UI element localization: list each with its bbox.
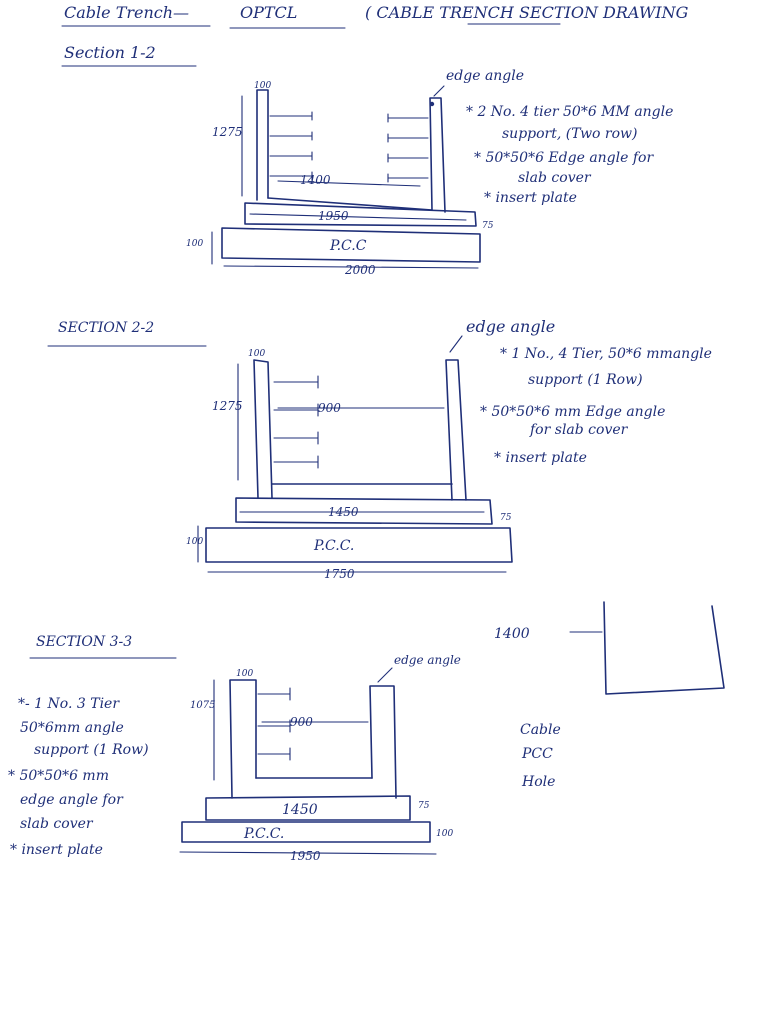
title-mid: OPTCL (240, 3, 297, 22)
s1-note-4: slab cover (518, 170, 592, 186)
s1-dim-inner-line (277, 180, 421, 187)
section-3: SECTION 3-3 100 1075 900 1450 75 100 P.C… (8, 634, 461, 863)
s3-dim-pcc-thk: 100 (436, 829, 453, 839)
s2-notes: * 1 No., 4 Tier, 50*6 mmangle support (1… (480, 346, 712, 466)
s2-dim-pcc: 1750 (324, 567, 355, 581)
s1-base-slab (244, 202, 477, 227)
s1-dim-base-line (249, 213, 467, 221)
s2-note-5: * insert plate (494, 450, 587, 466)
section2-heading: SECTION 2-2 (58, 320, 154, 336)
section1-heading: Section 1-2 (64, 43, 156, 62)
sketch-word-1: Cable (520, 722, 561, 738)
section3-heading: SECTION 3-3 (36, 634, 132, 650)
sketch-dim: 1400 (494, 626, 530, 642)
s2-dim-inner: 900 (318, 401, 341, 415)
s3-dim-height: 1075 (190, 700, 215, 711)
s3-dim-top: 100 (236, 669, 253, 679)
s3-note-1: *- 1 No. 3 Tier (18, 696, 120, 712)
s1-dim-height: 1275 (212, 125, 243, 139)
s1-right-wall (429, 97, 446, 213)
side-sketch: 1400 Cable PCC Hole (494, 601, 725, 790)
s1-dim-inner: 1400 (300, 173, 331, 187)
s1-edge-angle-dot (429, 101, 435, 107)
s1-note-2: support, (Two row) (502, 126, 638, 142)
s3-right-wall (369, 685, 397, 799)
s2-note-3: * 50*50*6 mm Edge angle (480, 404, 665, 420)
s2-dim-base: 1450 (328, 505, 359, 519)
s3-edge-angle-label: edge angle (394, 653, 461, 667)
s2-edge-angle-label: edge angle (466, 317, 555, 336)
s3-note-5: edge angle for (20, 792, 124, 808)
s3-pcc (181, 821, 431, 843)
s1-left-supports (269, 111, 313, 181)
s3-pcc-label: P.C.C. (243, 826, 284, 842)
s3-note-7: * insert plate (10, 842, 103, 858)
s2-edge-angle-leader (449, 335, 463, 353)
s1-pcc-label: P.C.C (329, 238, 367, 254)
s1-dim-top: 100 (254, 81, 271, 91)
section-1: Section 1-2 100 1275 140 (61, 43, 673, 277)
sketch-word-2: PCC (521, 746, 553, 762)
s3-dim-inner: 900 (290, 715, 313, 729)
s1-left-wall (256, 89, 269, 201)
s3-dim-pcc-line (179, 851, 437, 855)
s1-note-3: * 50*50*6 Edge angle for (474, 150, 654, 166)
s2-dim-height: 1275 (212, 399, 243, 413)
s1-notes: * 2 No. 4 tier 50*6 MM angle support, (T… (466, 104, 673, 206)
s2-note-1: * 1 No., 4 Tier, 50*6 mmangle (500, 346, 712, 362)
s3-notes: *- 1 No. 3 Tier 50*6mm angle support (1 … (8, 696, 149, 858)
s2-dim-top: 100 (248, 349, 265, 359)
s3-left-wall (229, 679, 257, 799)
title-left: Cable Trench— (64, 3, 189, 22)
s3-note-4: * 50*50*6 mm (8, 768, 109, 784)
s3-dim-pcc: 1950 (290, 849, 321, 863)
header: Cable Trench— OPTCL ( CABLE TRENCH SECTI… (61, 3, 689, 29)
s2-supports (273, 375, 319, 469)
title-right: ( CABLE TRENCH SECTION DRAWING (365, 3, 689, 22)
s2-note-4: for slab cover (529, 422, 629, 438)
s1-dim-pcc-thk: 100 (186, 239, 203, 249)
s1-pcc (221, 227, 481, 263)
s3-note-6: slab cover (20, 816, 94, 832)
s1-dim-pcc: 2000 (344, 263, 376, 277)
s2-left-wall (253, 359, 273, 499)
s1-note-5: * insert plate (484, 190, 577, 206)
section-2: SECTION 2-2 100 1275 900 1450 100 75 P.C… (47, 317, 712, 581)
s3-note-2: 50*6mm angle (20, 720, 124, 736)
s2-dim-slab-thk: 75 (500, 513, 512, 523)
s2-base-slab (235, 497, 493, 525)
s3-supports (257, 687, 291, 761)
s1-note-1: * 2 No. 4 tier 50*6 MM angle (466, 104, 673, 120)
s1-trench-floor (267, 197, 433, 211)
s1-edge-angle-leader (433, 85, 445, 97)
s1-dim-slab-thk: 75 (482, 221, 494, 231)
s2-right-wall (445, 359, 467, 501)
sketch-word-3: Hole (521, 774, 555, 790)
s2-dim-pcc-thk: 100 (186, 537, 203, 547)
s1-dim-base: 1950 (318, 209, 349, 223)
s3-base-slab (205, 795, 411, 821)
s1-right-supports (387, 113, 429, 183)
s3-dim-slab-thk: 75 (418, 801, 430, 811)
sketch-outline (603, 601, 725, 695)
s3-dim-base: 1450 (282, 802, 318, 818)
s1-edge-angle-label: edge angle (446, 68, 524, 84)
s3-note-3: support (1 Row) (34, 742, 149, 758)
s2-pcc (205, 527, 513, 563)
s2-pcc-label: P.C.C. (313, 538, 354, 554)
s1-dim-pcc-line (223, 265, 479, 269)
s2-note-2: support (1 Row) (528, 372, 643, 388)
s3-edge-angle-leader (377, 667, 393, 683)
